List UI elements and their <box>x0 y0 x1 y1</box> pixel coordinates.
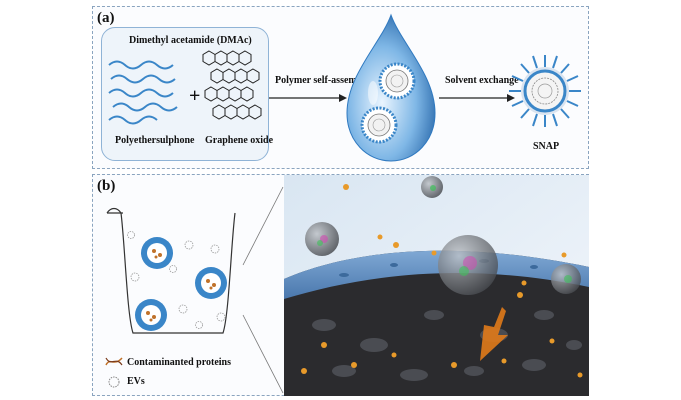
snap-label: SNAP <box>533 141 560 152</box>
micelle-lower <box>360 106 398 144</box>
snap-particle-icon <box>509 55 581 127</box>
assembly-arrow <box>269 94 347 102</box>
ev-legend-icon <box>108 376 120 388</box>
panel-b: (b) Contaminanted proteins <box>92 174 589 396</box>
beaker-icon <box>106 207 236 334</box>
panel-b-label: (b) <box>97 178 116 194</box>
droplet-icon <box>346 13 436 162</box>
nanoparticle-1 <box>421 176 443 198</box>
polyethersulphone-label: Polyethersulphone <box>115 135 195 146</box>
protein-legend-icon <box>105 357 123 366</box>
exchange-step-label: Solvent exchange <box>445 75 519 86</box>
nanoparticle-3 <box>438 235 498 295</box>
nanoparticle-4 <box>551 264 581 294</box>
protein-legend-label: Contaminanted proteins <box>127 357 231 368</box>
panel-a-label: (a) <box>97 10 115 26</box>
panel-a: (a) Dimethyl acetamide (DMAc) + Polyethe… <box>92 6 589 169</box>
beaker-snap-2 <box>195 267 227 299</box>
membrane-scene <box>284 175 589 396</box>
plus-sign: + <box>189 85 201 107</box>
graphene-oxide-label: Graphene oxide <box>205 135 274 146</box>
exchange-arrow <box>439 94 515 102</box>
polyethersulphone-chains <box>108 60 178 125</box>
beaker-snap-1 <box>141 237 173 269</box>
zoom-lines <box>242 186 284 394</box>
micelle-upper <box>378 62 416 100</box>
beaker-snap-3 <box>135 299 167 331</box>
graphene-oxide-sheets <box>202 50 262 120</box>
membrane-top-layer <box>284 250 589 299</box>
adsorption-arrow <box>480 307 508 361</box>
solvent-label: Dimethyl acetamide (DMAc) <box>129 35 252 46</box>
membrane-body <box>284 250 589 396</box>
assembly-step-label: Polymer self-assembly <box>275 75 371 86</box>
ev-legend-label: EVs <box>127 376 145 387</box>
nanoparticle-2 <box>305 222 339 256</box>
